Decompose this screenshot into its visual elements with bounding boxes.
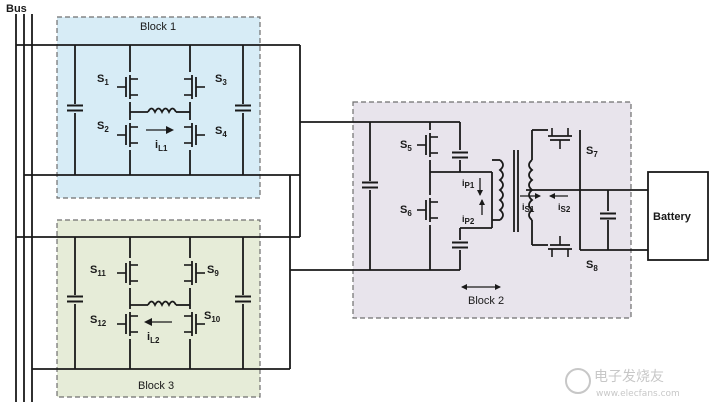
block2-title: Block 2 [468, 295, 504, 307]
label-ip2: iP2 [462, 214, 475, 226]
label-s10: S10 [204, 310, 221, 324]
label-s9: S9 [207, 264, 219, 278]
battery-label: Battery [653, 211, 692, 223]
label-s8: S8 [586, 259, 598, 273]
label-ip1: iP1 [462, 178, 475, 190]
label-s6: S6 [400, 204, 412, 218]
label-il2: iL2 [147, 331, 160, 345]
label-s5: S5 [400, 139, 412, 153]
block1-region [56, 16, 261, 199]
label-s11: S11 [90, 264, 106, 278]
bus-lines [15, 14, 33, 402]
label-s2: S2 [97, 120, 109, 134]
watermark-url: www.elecfans.com [596, 389, 680, 399]
watermark-text: 电子发烧友 [594, 369, 664, 385]
bus-label: Bus [6, 3, 27, 15]
battery-box [647, 171, 709, 261]
label-s12: S12 [90, 314, 107, 328]
label-s3: S3 [215, 73, 227, 87]
watermark-logo-icon [565, 368, 591, 394]
label-il1: iL1 [155, 139, 168, 153]
block1-title: Block 1 [140, 21, 176, 33]
block3-region [56, 219, 261, 398]
block3-title: Block 3 [138, 380, 174, 392]
label-is1: iS1 [522, 202, 535, 214]
block2-wiring [369, 122, 648, 270]
label-is2: iS2 [558, 202, 571, 214]
label-s7: S7 [586, 145, 598, 159]
interconnect-wiring [289, 45, 460, 369]
label-s4: S4 [215, 125, 227, 139]
label-s1: S1 [97, 73, 109, 87]
watermark: 电子发烧友 www.elecfans.com [565, 368, 680, 399]
